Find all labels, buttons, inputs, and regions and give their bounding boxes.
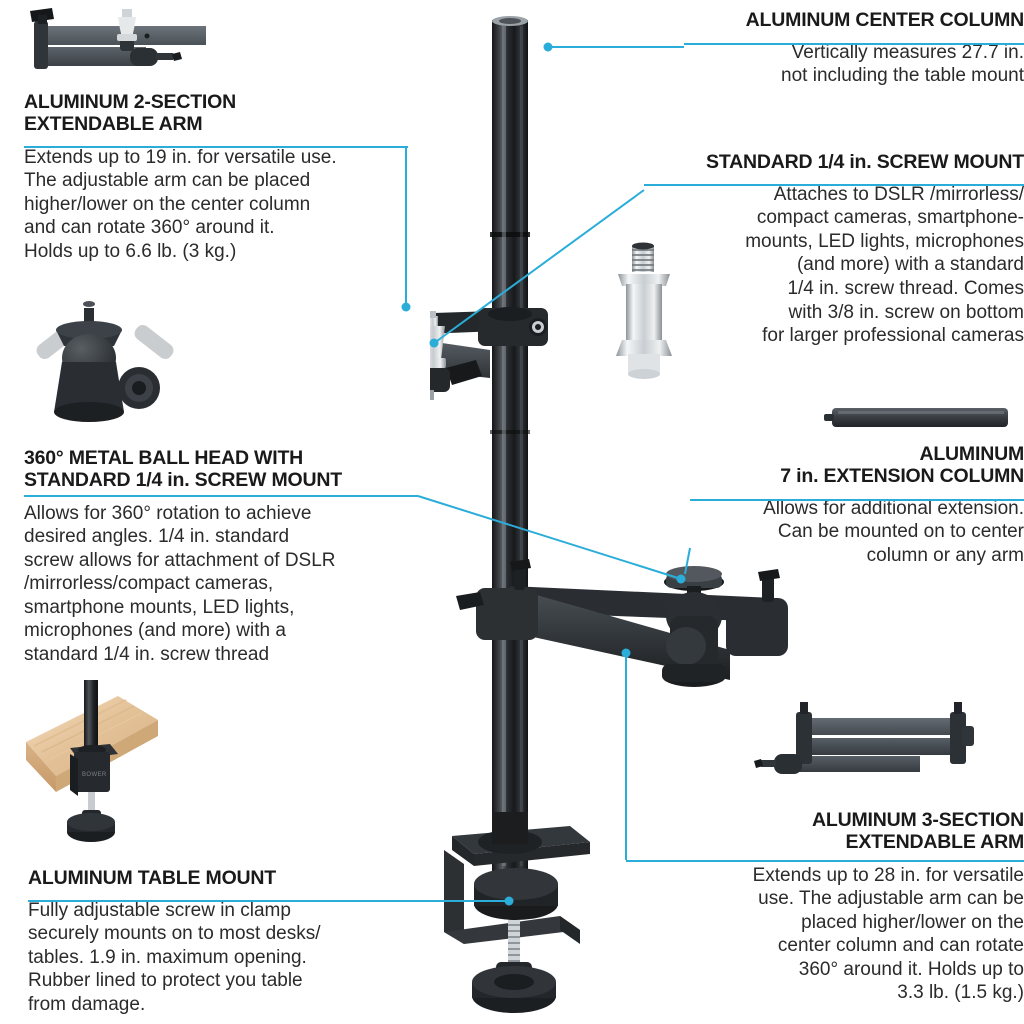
leader-dot-2-section-arm <box>401 302 411 312</box>
callout-title: ALUMINUM 7 in. EXTENSION COLUMN <box>780 443 1024 487</box>
callout-title: STANDARD 1/4 in. SCREW MOUNT <box>706 151 1024 173</box>
callout-aluminum-2-section-extendable-arm: ALUMINUM 2-SECTION EXTENDABLE ARM Extend… <box>24 91 408 263</box>
callout-title: ALUMINUM CENTER COLUMN <box>745 9 1024 31</box>
callout-rule <box>626 860 1024 862</box>
callout-body: Allows for additional extension. Can be … <box>763 497 1024 566</box>
callout-metal-ball-head: 360° METAL BALL HEAD WITH STANDARD 1/4 i… <box>24 447 418 666</box>
callout-aluminum-7in-extension-column: ALUMINUM 7 in. EXTENSION COLUMN Allows f… <box>660 443 1024 567</box>
svg-text:BOWER: BOWER <box>82 772 107 778</box>
callout-aluminum-center-column: ALUMINUM CENTER COLUMN Vertically measur… <box>624 9 1024 88</box>
aluminum-2-section-extendable-arm-image <box>30 8 206 69</box>
aluminum-table-mount-on-desk-image: BOWER <box>26 680 158 842</box>
callout-rule <box>644 184 1024 186</box>
aluminum-7in-extension-column-image <box>824 408 1008 427</box>
callout-body: Extends up to 19 in. for versatile use. … <box>24 146 337 262</box>
callout-body: Extends up to 28 in. for versatile use. … <box>752 864 1024 1004</box>
callout-body: Vertically measures 27.7 in. not includi… <box>781 41 1024 87</box>
callout-body: Attaches to DSLR /mirrorless/ compact ca… <box>745 183 1024 347</box>
360-metal-ball-head-image <box>36 301 174 422</box>
callout-standard-quarter-inch-screw-mount: STANDARD 1/4 in. SCREW MOUNT Attaches to… <box>624 151 1024 348</box>
callout-title: 360° METAL BALL HEAD WITH STANDARD 1/4 i… <box>24 447 342 491</box>
callout-title: ALUMINUM 2-SECTION EXTENDABLE ARM <box>24 91 236 135</box>
callout-title: ALUMINUM 3-SECTION EXTENDABLE ARM <box>812 809 1024 853</box>
callout-rule <box>24 146 408 148</box>
callout-rule <box>28 900 394 902</box>
callout-aluminum-table-mount: ALUMINUM TABLE MOUNT Fully adjustable sc… <box>28 867 394 1017</box>
aluminum-3-section-extendable-arm-image <box>754 702 974 774</box>
callout-rule <box>690 499 1024 501</box>
callout-rule <box>684 43 1024 45</box>
callout-rule <box>24 495 418 497</box>
callout-body: Fully adjustable screw in clamp securely… <box>28 899 321 1016</box>
callout-aluminum-3-section-extendable-arm: ALUMINUM 3-SECTION EXTENDABLE ARM Extend… <box>626 809 1024 1005</box>
callout-title: ALUMINUM TABLE MOUNT <box>28 867 277 889</box>
callout-body: Allows for 360° rotation to achieve desi… <box>24 502 336 665</box>
